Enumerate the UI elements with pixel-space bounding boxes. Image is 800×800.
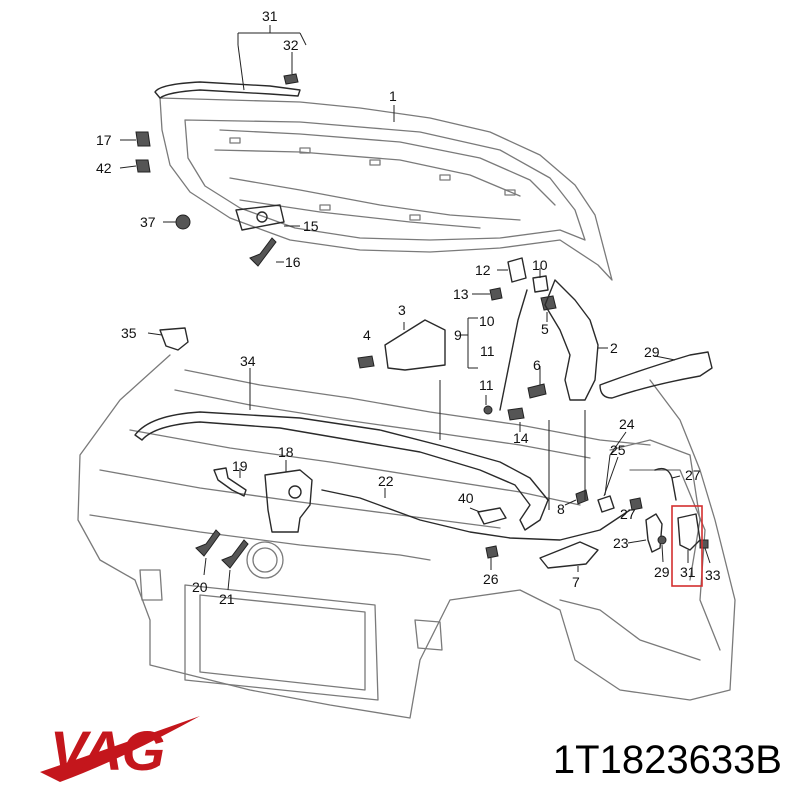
- callout-38: 37: [140, 214, 156, 230]
- callout-32: 29: [654, 564, 670, 580]
- callout-18: 18: [278, 444, 294, 460]
- highlighted-part-box: [671, 505, 703, 587]
- lever-23: [645, 513, 663, 553]
- sensor-19: [213, 467, 247, 497]
- callout-28: 27: [685, 467, 701, 483]
- callout-20: 20: [192, 579, 208, 595]
- callout-22: 22: [378, 473, 394, 489]
- callout-40: 40: [458, 490, 474, 506]
- callout-9: 9: [454, 327, 462, 343]
- callout-1: 1: [389, 88, 397, 104]
- release-cable-22: [321, 489, 631, 541]
- bolt-13: [489, 287, 503, 301]
- bolt-4: [357, 355, 375, 369]
- callout-3: 3: [398, 302, 406, 318]
- cable-28: [654, 467, 677, 501]
- callout-10-top: 10: [532, 257, 548, 273]
- callout-34: 31: [262, 8, 278, 24]
- callout-8: 8: [557, 501, 565, 517]
- clip-27: [629, 497, 643, 511]
- callout-42: 42: [96, 160, 112, 176]
- part-number: 1T1823633B: [552, 738, 782, 782]
- callout-36: 34: [240, 353, 256, 369]
- bracket-3: [384, 319, 446, 371]
- bolt-32: [657, 535, 667, 545]
- strut-bracket-12: [507, 257, 527, 283]
- clip-37: [159, 327, 189, 351]
- hood-lock-18: [264, 469, 313, 533]
- hood-seal-strip: [154, 81, 301, 99]
- bracket-10: [532, 275, 549, 293]
- leader-lines: [119, 25, 711, 591]
- bolt-14: [507, 407, 525, 421]
- callout-5: 5: [541, 321, 549, 337]
- callout-35: 32: [283, 37, 299, 53]
- bolt-6: [527, 383, 547, 399]
- cable-holder-40: [477, 507, 507, 525]
- callout-29: 29: [644, 344, 660, 360]
- callout-6: 6: [533, 357, 541, 373]
- clip-26: [485, 545, 499, 559]
- gas-strut: [499, 289, 528, 411]
- bolt-16: [249, 237, 277, 267]
- callout-23: 23: [613, 535, 629, 551]
- clip-35: [283, 73, 299, 85]
- callout-7: 7: [572, 574, 580, 590]
- plug-38: [175, 214, 191, 230]
- hood-hinge-2: [544, 279, 599, 401]
- callout-11-mid: 11: [480, 343, 495, 359]
- rubber-buffer-17: [135, 131, 151, 147]
- callout-16: 16: [285, 254, 301, 270]
- callout-37: 35: [121, 325, 137, 341]
- callout-21: 21: [219, 591, 235, 607]
- callout-26: 26: [483, 571, 499, 587]
- bolt-20: [195, 529, 221, 557]
- cable-guide-24: [597, 495, 615, 513]
- bolt-8: [575, 489, 589, 505]
- lock-striker-15: [235, 204, 285, 231]
- trim-panel-29: [599, 351, 713, 399]
- vag-logo-swoosh: [40, 716, 200, 782]
- callout-14: 14: [513, 430, 529, 446]
- hood-panel: [159, 97, 613, 281]
- lock-31: [677, 513, 701, 551]
- callout-31: 31: [680, 564, 696, 580]
- callout-17: 17: [96, 132, 112, 148]
- callout-33: 33: [705, 567, 721, 583]
- vag-logo: VAG: [50, 719, 165, 782]
- front-seal-strip: [134, 411, 549, 531]
- nut-11: [483, 405, 493, 415]
- callout-11-low: 11: [479, 377, 494, 393]
- front-body-frame: [77, 354, 736, 719]
- callout-13: 13: [453, 286, 469, 302]
- callout-25: 25: [610, 442, 626, 458]
- bolt-21: [221, 539, 249, 569]
- release-handle-7: [539, 541, 599, 569]
- rubber-buffer-42: [135, 159, 151, 173]
- callout-27: 27: [620, 506, 636, 522]
- callout-24: 24: [619, 416, 635, 432]
- callout-12: 12: [475, 262, 491, 278]
- callout-2: 2: [610, 340, 618, 356]
- callout-10-mid: 10: [479, 313, 495, 329]
- callout-19: 19: [232, 458, 248, 474]
- callout-labels: 31 32 1 17 42 37 15 16 12 10 13 3 10 5 9…: [96, 8, 721, 607]
- callout-4: 4: [363, 327, 371, 343]
- callout-15: 15: [303, 218, 319, 234]
